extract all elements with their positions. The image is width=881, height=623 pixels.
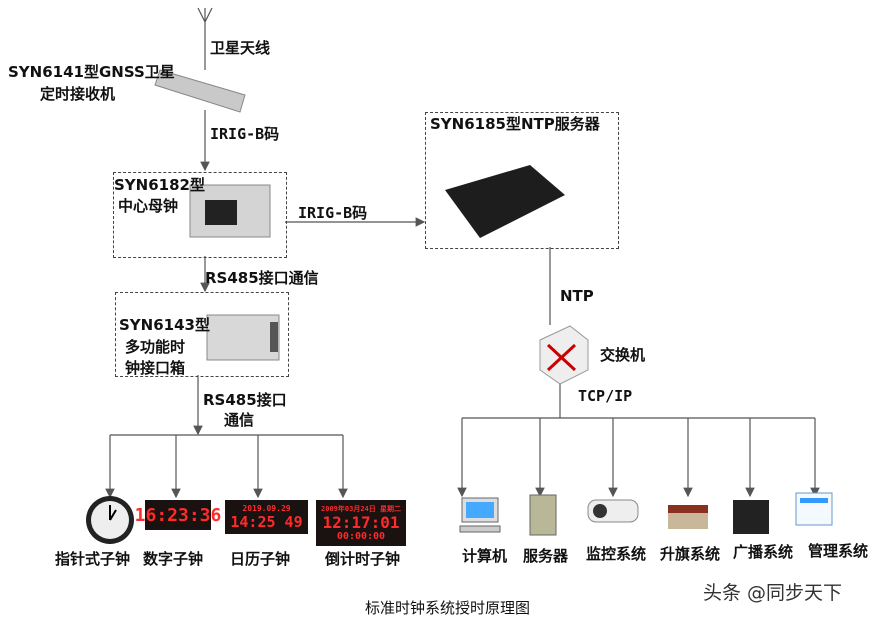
calendar-time: 14:25 49 bbox=[230, 512, 303, 531]
master-clock-label-2: 中心母钟 bbox=[118, 197, 179, 215]
interface-box-device-icon bbox=[206, 314, 280, 361]
rs485-label-3: 通信 bbox=[224, 411, 255, 429]
link-irigb-label-2: IRIG-B码 bbox=[298, 204, 368, 222]
tcpip-label: TCP/IP bbox=[578, 387, 633, 405]
rs485-label-2: RS485接口 bbox=[203, 391, 287, 409]
countdown-date: 2009年03月24日 星期二 bbox=[321, 505, 401, 513]
ntp-label: NTP bbox=[560, 287, 594, 305]
ntp-server-device-icon bbox=[445, 165, 565, 238]
switch-label: 交换机 bbox=[600, 346, 646, 364]
system-label-flag: 升旗系统 bbox=[660, 545, 721, 563]
receiver-label: SYN6141型GNSS卫星 bbox=[8, 63, 175, 81]
clock-label-countdown: 倒计时子钟 bbox=[325, 550, 401, 568]
receiver-device-icon bbox=[154, 69, 246, 113]
clock-label-digital: 数字子钟 bbox=[143, 550, 204, 568]
master-clock-device-icon bbox=[189, 184, 271, 238]
diagram-caption: 标准时钟系统授时原理图 bbox=[365, 599, 531, 617]
ntp-server-label: SYN6185型NTP服务器 bbox=[430, 115, 600, 133]
interface-box-label-2: 多功能时 bbox=[125, 338, 186, 356]
management-system-icon bbox=[795, 492, 833, 526]
ntp-server-box bbox=[425, 112, 619, 249]
system-label-management: 管理系统 bbox=[808, 542, 869, 560]
computer-icon bbox=[459, 497, 501, 533]
countdown-remaining: 00:00:00 bbox=[336, 531, 386, 542]
digital-clock-display: 16:23:36 bbox=[135, 500, 221, 530]
analog-clock-icon bbox=[86, 496, 134, 544]
link-irigb-label: IRIG-B码 bbox=[210, 125, 280, 143]
receiver-label-2: 定时接收机 bbox=[40, 85, 116, 103]
antenna-icon bbox=[197, 7, 213, 70]
master-clock-label: SYN6182型 bbox=[114, 176, 205, 194]
system-label-monitoring: 监控系统 bbox=[586, 545, 647, 563]
switch-icon bbox=[539, 325, 589, 385]
flag-raising-icon bbox=[668, 505, 708, 529]
system-label-computer: 计算机 bbox=[462, 547, 508, 565]
interface-box-label: SYN6143型 bbox=[119, 316, 210, 334]
clock-label-calendar: 日历子钟 bbox=[230, 550, 291, 568]
speaker-icon bbox=[733, 500, 769, 534]
server-icon bbox=[529, 494, 557, 536]
interface-box-label-3: 钟接口箱 bbox=[125, 359, 186, 377]
camera-icon bbox=[587, 499, 639, 523]
system-label-server: 服务器 bbox=[523, 547, 569, 565]
calendar-date: 2019.09.29 bbox=[242, 503, 291, 513]
rs485-label: RS485接口通信 bbox=[205, 269, 319, 287]
clock-label-analog: 指针式子钟 bbox=[55, 550, 131, 568]
antenna-label: 卫星天线 bbox=[210, 39, 271, 57]
interface-box bbox=[115, 292, 289, 377]
system-label-broadcast: 广播系统 bbox=[733, 543, 794, 561]
watermark: 头条 @同步天下 bbox=[703, 582, 843, 604]
countdown-time: 12:17:01 bbox=[322, 513, 400, 532]
master-clock-box bbox=[113, 172, 287, 258]
